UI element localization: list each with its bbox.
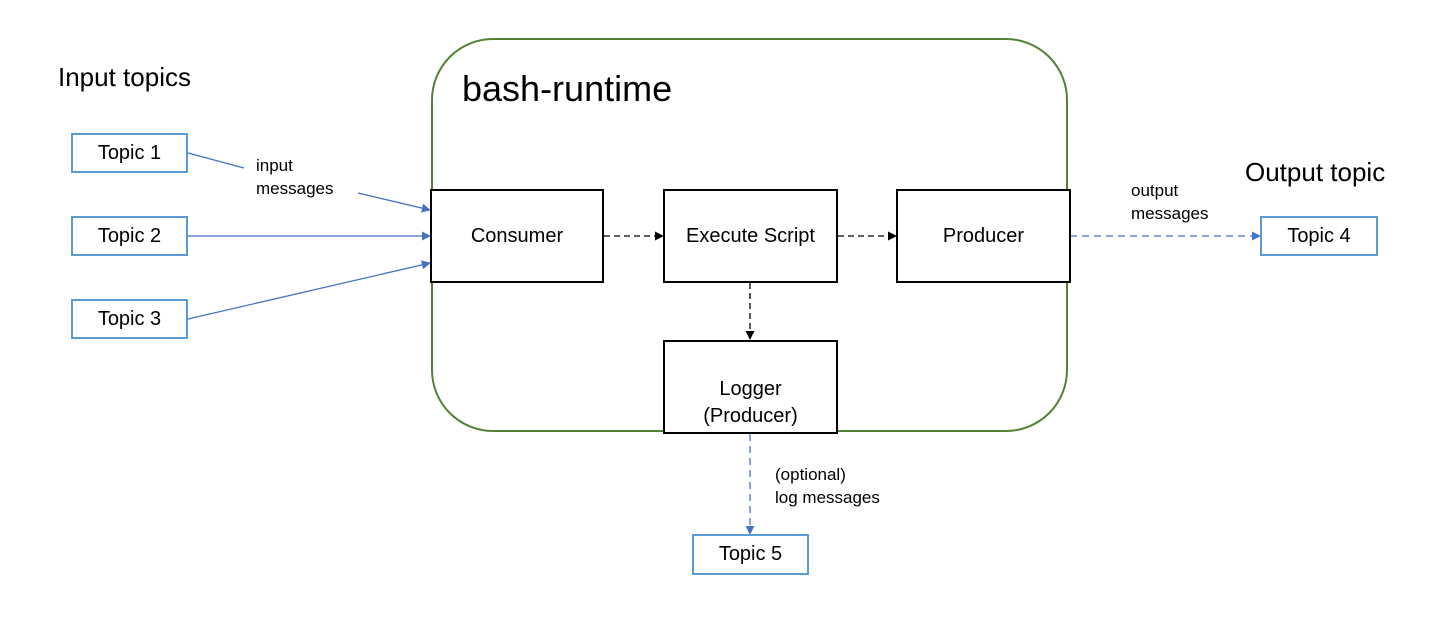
topic-4-box: Topic 4: [1260, 216, 1378, 256]
output-annotation-line2: messages: [1131, 204, 1209, 223]
producer-block: Producer: [896, 189, 1071, 283]
logger-sublabel: (Producer): [703, 405, 798, 427]
logger-label: Logger: [719, 378, 782, 400]
execute-script-block: Execute Script: [663, 189, 838, 283]
input-messages-annotation: input messages: [256, 154, 333, 200]
runtime-title: bash-runtime: [462, 68, 673, 109]
topic-1-label: Topic 1: [97, 141, 162, 164]
topic1-link-segment: [187, 152, 245, 169]
topic-3-box: Topic 3: [71, 299, 188, 339]
input-annotation-line1: input: [256, 156, 293, 175]
producer-label: Producer: [942, 224, 1025, 247]
topic-5-label: Topic 5: [718, 543, 783, 565]
topic-2-box: Topic 2: [71, 216, 188, 256]
output-messages-annotation: output messages: [1131, 179, 1208, 225]
topic-2-label: Topic 2: [97, 224, 162, 247]
topic-1-box: Topic 1: [71, 133, 188, 173]
consumer-block: Consumer: [430, 189, 604, 283]
input-topics-heading: Input topics: [58, 62, 191, 92]
log-annotation-line1: (optional): [775, 465, 846, 484]
output-topic-heading: Output topic: [1245, 157, 1386, 187]
log-annotation-line2: log messages: [775, 488, 880, 507]
execute-script-label: Execute Script: [686, 224, 815, 247]
topic3-to-consumer-arrow: [187, 260, 431, 320]
consumer-label: Consumer: [470, 224, 564, 247]
input-annotation-line2: messages: [256, 179, 334, 198]
log-messages-annotation: (optional) log messages: [775, 463, 880, 509]
topic1-to-consumer-arrow: [357, 192, 431, 213]
logger-block: Logger (Producer): [663, 340, 838, 434]
topic-3-label: Topic 3: [97, 307, 162, 330]
topic-4-label: Topic 4: [1287, 224, 1351, 247]
output-annotation-line1: output: [1131, 181, 1179, 200]
topic-5-box: Topic 5: [692, 534, 809, 575]
